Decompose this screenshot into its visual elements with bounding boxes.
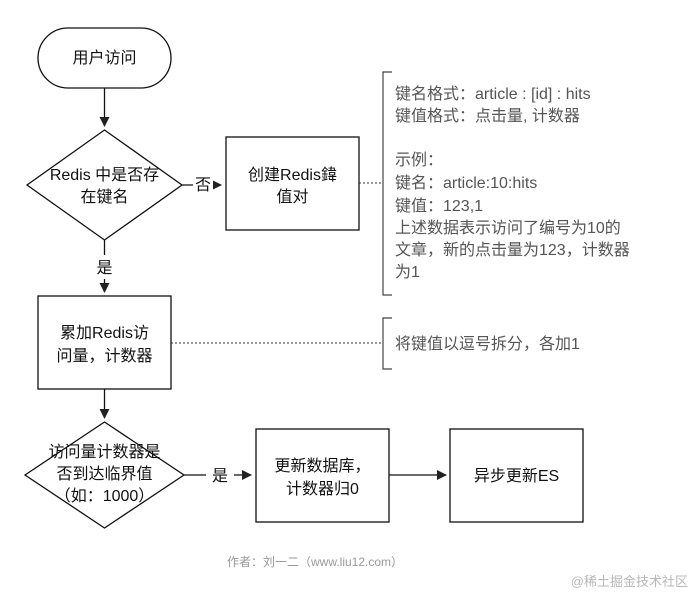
note-split-rule: 将键值以逗号拆分，各加1 xyxy=(395,335,580,353)
accumulate-label-line-2: 问量，计数器 xyxy=(56,347,152,365)
redis-check-label-line-1: Redis 中是否存 xyxy=(50,166,159,184)
edge-label-bg xyxy=(92,255,118,279)
note-bracket-split-rule xyxy=(382,317,392,370)
redis-check-node xyxy=(25,129,184,241)
update-db-node xyxy=(255,428,390,523)
edge-label-no: 否 xyxy=(195,177,211,194)
edge-label-bg xyxy=(193,172,213,196)
watermark: @稀土掘金技术社区 xyxy=(571,574,688,589)
note-bracket-key-format xyxy=(382,71,392,296)
note-line-8: 文章，新的点击量为123，计数器 xyxy=(395,241,630,259)
edge-label-yes-2: 是 xyxy=(212,468,228,485)
threshold-check-node xyxy=(23,421,186,529)
update-db-label-line-2: 计数器归0 xyxy=(286,480,359,498)
note-line-4: 示例： xyxy=(395,151,443,169)
threshold-check-label-line-2: 否到达临界值 xyxy=(56,465,152,483)
accumulate-label-line-1: 累加Redis访 xyxy=(60,324,149,342)
note-line-1: 键名格式：article : [id] : hits xyxy=(395,85,591,103)
author-credit: 作者：刘一二（www.liu12.com） xyxy=(227,555,403,569)
note-line-2: 键值格式：点击量, 计数器 xyxy=(395,107,580,125)
async-es-node xyxy=(449,428,584,523)
create-pair-label-line-1: 创建Redis鍏 xyxy=(248,166,337,184)
edge-label-yes-1: 是 xyxy=(96,260,112,277)
async-es-label: 异步更新ES xyxy=(474,467,559,485)
accumulate-node xyxy=(37,295,172,390)
threshold-check-label-line-3: （如：1000） xyxy=(55,487,155,505)
update-db-label-line-1: 更新数据库， xyxy=(274,457,370,475)
start-node-label: 用户访问 xyxy=(72,49,136,67)
redis-check-label-line-2: 在键名 xyxy=(80,188,128,206)
note-line-5: 键名：article:10:hits xyxy=(395,174,537,192)
note-line-9: 为1 xyxy=(395,263,420,281)
note-line-6: 键值：123,1 xyxy=(395,197,483,215)
edge-label-bg xyxy=(206,462,234,486)
create-pair-label-line-2: 值对 xyxy=(276,188,308,206)
threshold-check-label-line-1: 访问量计数器是 xyxy=(48,443,160,461)
note-line-7: 上述数据表示访问了编号为10的 xyxy=(395,219,621,237)
